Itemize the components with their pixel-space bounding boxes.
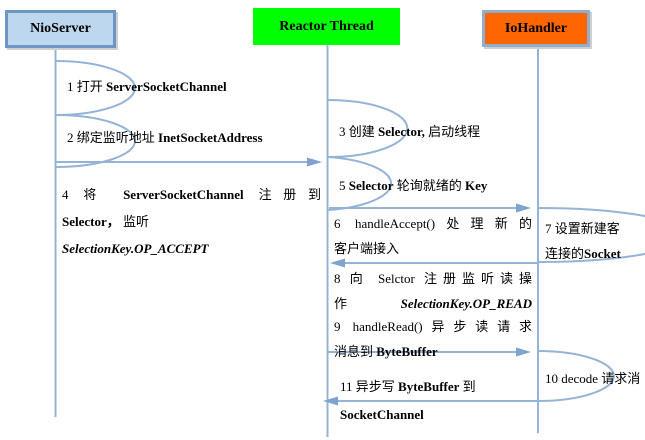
actor-iohandler-label: IoHandler <box>504 20 568 36</box>
message-7-l2-pre: 连接的 <box>545 246 585 261</box>
arrowhead-9-right <box>516 347 531 357</box>
message-11-suffix: 到 <box>459 379 476 394</box>
message-8-constant: SelectionKey.OP_READ <box>400 296 532 311</box>
message-3-suffix: 启动线程 <box>424 124 481 139</box>
message-11-line1: 11 异步写 ByteBuffer 到 <box>340 378 476 395</box>
actor-iohandler: IoHandler <box>482 10 590 47</box>
message-3-label: 3 创建 Selector, 启动线程 <box>339 123 480 140</box>
message-3-code: Selector, <box>378 124 425 139</box>
message-11-text: 11 异步写 <box>340 379 399 394</box>
message-4-line1: 4 将 ServerSocketChannel 注册到 <box>62 181 321 208</box>
message-8-l2-pre: 作 <box>334 296 401 311</box>
message-3-text: 3 创建 <box>339 124 379 139</box>
message-10-label: 10 decode 请求消 <box>545 371 641 386</box>
message-11-code: ByteBuffer <box>398 379 460 394</box>
message-9-line1: 9 handleRead()异步读请求 <box>334 319 532 334</box>
message-5-code2: Key <box>465 178 488 193</box>
self-message-arc-7 <box>537 207 645 263</box>
message-5-code: Selector <box>348 178 394 193</box>
message-11-line2: SocketChannel <box>340 407 424 422</box>
self-message-arc-1 <box>55 60 136 116</box>
message-4-line2: Selector， 监听 <box>62 208 321 235</box>
message-9-l2-pre: 消息到 <box>334 344 377 359</box>
self-message-arc-3 <box>327 99 409 158</box>
actor-nioserver: NioServer <box>5 10 116 48</box>
message-8-line1: 8 向 Selctor 注册监听读操 <box>334 271 532 286</box>
message-7-line2: 连接的Socket <box>545 241 645 266</box>
message-4-l1-suf: 注册到 <box>243 187 321 202</box>
message-4-l1-pre: 4 将 <box>62 187 124 202</box>
arrowhead-4-right <box>307 157 322 167</box>
message-4-line3: SelectionKey.OP_ACCEPT <box>62 235 321 262</box>
message-4-l2-code: Selector， <box>62 214 120 229</box>
message-9-label: 9 handleRead()异步读请求 消息到 ByteBuffer <box>334 314 532 364</box>
message-1-text: 1 打开 <box>67 79 107 94</box>
self-message-arc-5 <box>327 156 393 211</box>
message-4-label: 4 将 ServerSocketChannel 注册到 Selector， 监听… <box>62 181 321 262</box>
message-5-label: 5 Selector 轮询就绪的 Key <box>339 177 487 194</box>
message-5-text: 轮询就绪的 <box>393 178 466 193</box>
message-1-code: ServerSocketChannel <box>106 79 227 94</box>
message-6-line1: 6 handleAccept()处理新的 <box>334 216 532 231</box>
message-7-l2-code: Socket <box>584 246 621 261</box>
message-4-constant: SelectionKey.OP_ACCEPT <box>62 241 209 256</box>
arrowhead-8-left <box>330 258 345 268</box>
message-9-code: ByteBuffer <box>376 344 438 359</box>
message-2-text: 2 绑定监听地址 <box>67 130 159 145</box>
arrowhead-6-right <box>516 203 531 213</box>
message-1-label: 1 打开 ServerSocketChannel <box>67 78 227 95</box>
message-5-num: 5 <box>339 178 349 193</box>
arrowhead-11-left <box>323 396 338 406</box>
actor-reactor-thread-label: Reactor Thread <box>279 18 374 34</box>
message-8-line2: 作 SelectionKey.OP_READ <box>334 291 532 316</box>
message-2-code: InetSocketAddress <box>158 130 263 145</box>
message-7-line1: 7 设置新建客 <box>545 221 620 236</box>
message-8-label: 8 向 Selctor 注册监听读操 作 SelectionKey.OP_REA… <box>334 266 532 316</box>
message-6-line2: 客户端接入 <box>334 241 400 256</box>
message-6-label: 6 handleAccept()处理新的 客户端接入 <box>334 211 532 261</box>
actor-reactor-thread: Reactor Thread <box>253 8 400 45</box>
message-4-l2-suf: 监听 <box>119 214 150 229</box>
message-2-label: 2 绑定监听地址 InetSocketAddress <box>67 129 263 146</box>
message-4-l1-code: ServerSocketChannel <box>123 187 244 202</box>
message-9-line2: 消息到 ByteBuffer <box>334 339 532 364</box>
actor-nioserver-label: NioServer <box>30 21 91 36</box>
message-7-label: 7 设置新建客 连接的Socket <box>545 216 645 266</box>
self-message-arc-10 <box>537 350 615 402</box>
self-message-arc-2 <box>55 114 136 168</box>
